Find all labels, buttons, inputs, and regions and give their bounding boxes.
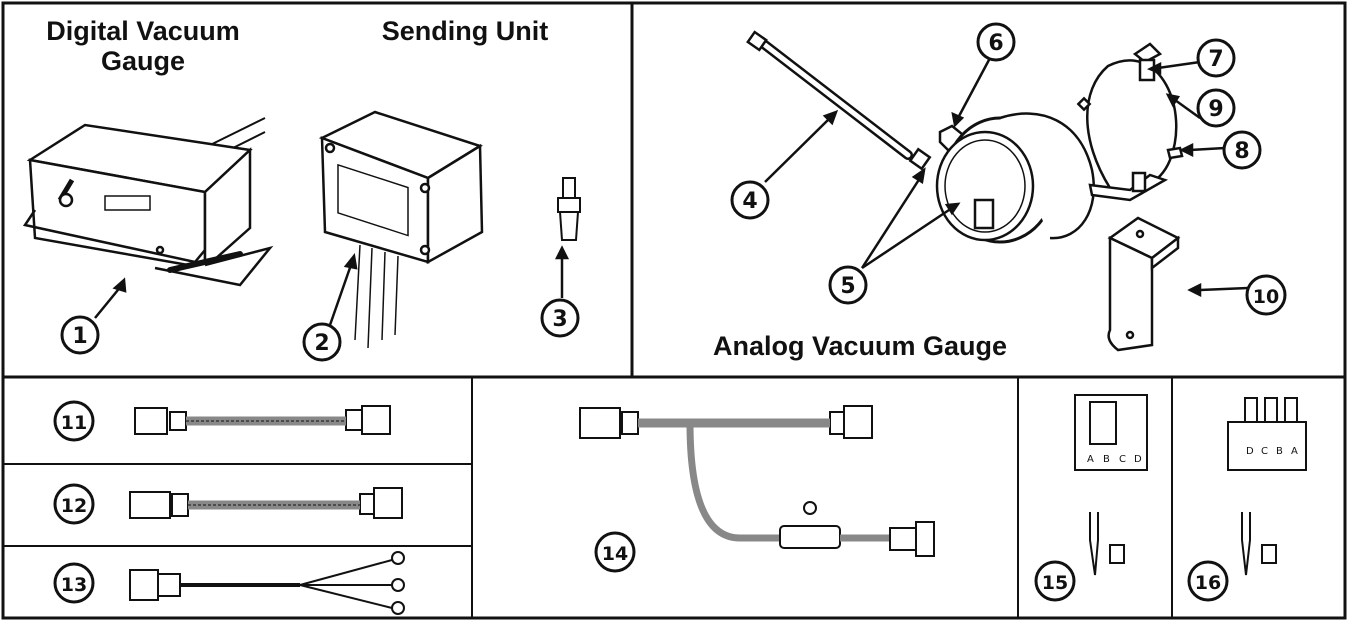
heading-digital-line2: Gauge	[100, 46, 186, 76]
callout-8: 8	[1222, 130, 1262, 170]
connector-16-letter-d: D	[1246, 446, 1254, 457]
connector-15-letter-a: A	[1087, 454, 1094, 465]
connector-15-letter-c: C	[1119, 454, 1126, 465]
callout-14: 14	[594, 531, 636, 573]
connector-16-letter-c: C	[1261, 446, 1268, 457]
svg-text:2: 2	[314, 331, 329, 356]
svg-text:15: 15	[1042, 572, 1068, 594]
callout-2: 2	[302, 322, 342, 362]
svg-text:12: 12	[61, 495, 87, 517]
svg-text:5: 5	[840, 274, 855, 299]
heading-sending-unit: Sending Unit	[381, 16, 549, 46]
connector-15-illustration	[1074, 394, 1148, 576]
svg-text:14: 14	[602, 543, 628, 565]
svg-text:11: 11	[61, 412, 87, 434]
connector-15-letter-b: B	[1103, 454, 1110, 465]
svg-text:1: 1	[72, 324, 87, 349]
fitting-illustration	[557, 177, 581, 241]
digital-gauge-illustration	[22, 117, 274, 287]
cable-11-illustration	[134, 405, 391, 435]
callout-10: 10	[1245, 274, 1287, 316]
svg-text:3: 3	[552, 307, 567, 332]
mounting-plate-illustration	[1076, 42, 1184, 202]
harness-13-illustration	[129, 551, 405, 615]
callout-15: 15	[1034, 560, 1076, 602]
callout-11: 11	[53, 400, 95, 442]
l-bracket-illustration	[1107, 216, 1181, 352]
connector-16-letter-b: B	[1276, 446, 1283, 457]
connector-16-illustration	[1227, 397, 1307, 576]
cable-12-illustration	[129, 487, 403, 519]
cable-14-illustration	[579, 405, 935, 557]
sending-unit-illustration	[318, 110, 484, 349]
svg-text:16: 16	[1195, 572, 1221, 594]
heading-digital-vacuum-gauge: Digital Vacuum Gauge	[18, 16, 268, 76]
heading-analog-vacuum-gauge: Analog Vacuum Gauge	[712, 331, 1008, 361]
svg-text:8: 8	[1234, 139, 1249, 164]
svg-text:13: 13	[61, 574, 87, 596]
callout-9: 9	[1196, 88, 1236, 128]
callout-7: 7	[1196, 38, 1236, 78]
callout-16: 16	[1187, 560, 1229, 602]
callout-12: 12	[53, 483, 95, 525]
callout-13: 13	[53, 562, 95, 604]
connector-15-letter-d: D	[1134, 454, 1142, 465]
heading-digital-line1: Digital Vacuum	[46, 16, 240, 46]
callout-6: 6	[976, 22, 1016, 62]
connector-16-letter-a: A	[1291, 446, 1298, 457]
callout-5: 5	[828, 265, 868, 305]
analog-gauge-illustration	[746, 30, 1095, 244]
svg-text:10: 10	[1253, 286, 1279, 308]
svg-text:7: 7	[1208, 47, 1223, 72]
svg-text:6: 6	[988, 31, 1003, 56]
callout-1: 1	[60, 315, 100, 355]
svg-text:4: 4	[742, 189, 757, 214]
callout-4: 4	[730, 180, 770, 220]
svg-text:9: 9	[1208, 97, 1223, 122]
leader-arrows	[94, 57, 1249, 326]
callout-3: 3	[540, 298, 580, 338]
